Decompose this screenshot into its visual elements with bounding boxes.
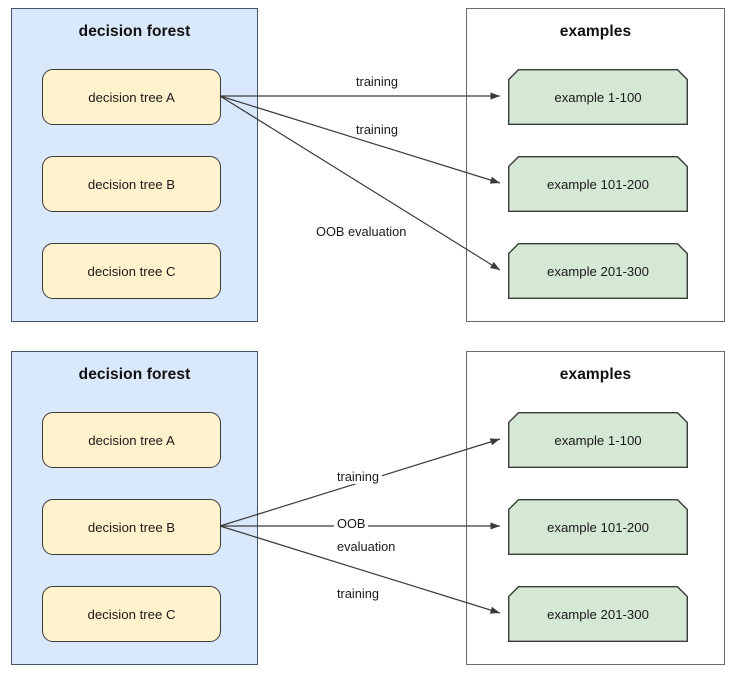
decision-tree-label: decision tree C xyxy=(87,606,176,622)
diagram-bottom: decision forest decision tree A decision… xyxy=(0,343,737,686)
edge-label-oob-bottom: OOB xyxy=(334,516,369,531)
examples-panel-bottom: examples example 1-100 example 101-200 e… xyxy=(466,351,725,665)
example-1-100-bottom[interactable]: example 1-100 xyxy=(508,412,688,468)
examples-title-top: examples xyxy=(559,23,632,40)
edge-tree-a-to-example-101-200 xyxy=(219,95,501,184)
decision-tree-a-bottom[interactable]: decision tree A xyxy=(42,412,221,468)
decision-forest-panel-top: decision forest decision tree A decision… xyxy=(11,8,258,322)
edge-label-training-2-top: training xyxy=(353,122,401,137)
decision-tree-label: decision tree B xyxy=(87,176,176,192)
decision-tree-b-top[interactable]: decision tree B xyxy=(42,156,221,212)
example-201-300-bottom[interactable]: example 201-300 xyxy=(508,586,688,642)
examples-panel-top: examples example 1-100 example 101-200 e… xyxy=(466,8,725,322)
edge-label-training-1-top: training xyxy=(353,74,401,89)
examples-title-bottom: examples xyxy=(559,366,632,383)
decision-forest-title-top: decision forest xyxy=(78,23,191,40)
example-101-200-bottom[interactable]: example 101-200 xyxy=(508,499,688,555)
decision-tree-label: decision tree C xyxy=(87,263,176,279)
edge-label-oob-evaluation-top: OOB evaluation xyxy=(313,224,410,239)
decision-forest-title-bottom: decision forest xyxy=(78,366,191,383)
decision-tree-label: decision tree A xyxy=(88,432,175,448)
edge-tree-a-to-example-201-300 xyxy=(219,95,501,271)
edge-label-evaluation-bottom: evaluation xyxy=(334,539,399,554)
diagram-top: decision forest decision tree A decision… xyxy=(11,8,725,322)
decision-tree-label: decision tree A xyxy=(88,89,175,105)
edge-label-training-2-bottom: training xyxy=(334,586,382,601)
edge-layer-bottom xyxy=(219,438,501,614)
edge-tree-b-to-example-201-300 xyxy=(219,525,501,614)
decision-tree-c-bottom[interactable]: decision tree C xyxy=(42,586,221,642)
edge-label-training-1-bottom: training xyxy=(334,469,382,484)
decision-tree-label: decision tree B xyxy=(87,519,176,535)
edge-layer-top xyxy=(219,92,501,271)
decision-tree-c-top[interactable]: decision tree C xyxy=(42,243,221,299)
decision-forest-panel-bottom: decision forest decision tree A decision… xyxy=(11,351,258,665)
decision-tree-b-bottom[interactable]: decision tree B xyxy=(42,499,221,555)
decision-tree-a-top[interactable]: decision tree A xyxy=(42,69,221,125)
